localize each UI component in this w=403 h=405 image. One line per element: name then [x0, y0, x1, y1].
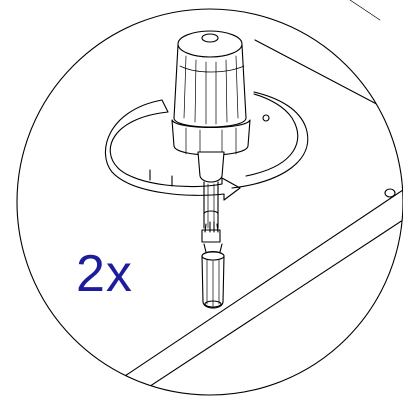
- spindle-shaft: [197, 151, 225, 229]
- knob-cap: [173, 30, 247, 128]
- plate-edge-outer: [349, 0, 381, 21]
- threaded-sleeve: [201, 221, 225, 309]
- quantity-label: 2x: [76, 245, 133, 303]
- hex-nut: [171, 114, 270, 157]
- base-plate: [109, 9, 403, 395]
- detail-circle: [16, 8, 403, 396]
- rotation-arrow-icon: [104, 91, 309, 201]
